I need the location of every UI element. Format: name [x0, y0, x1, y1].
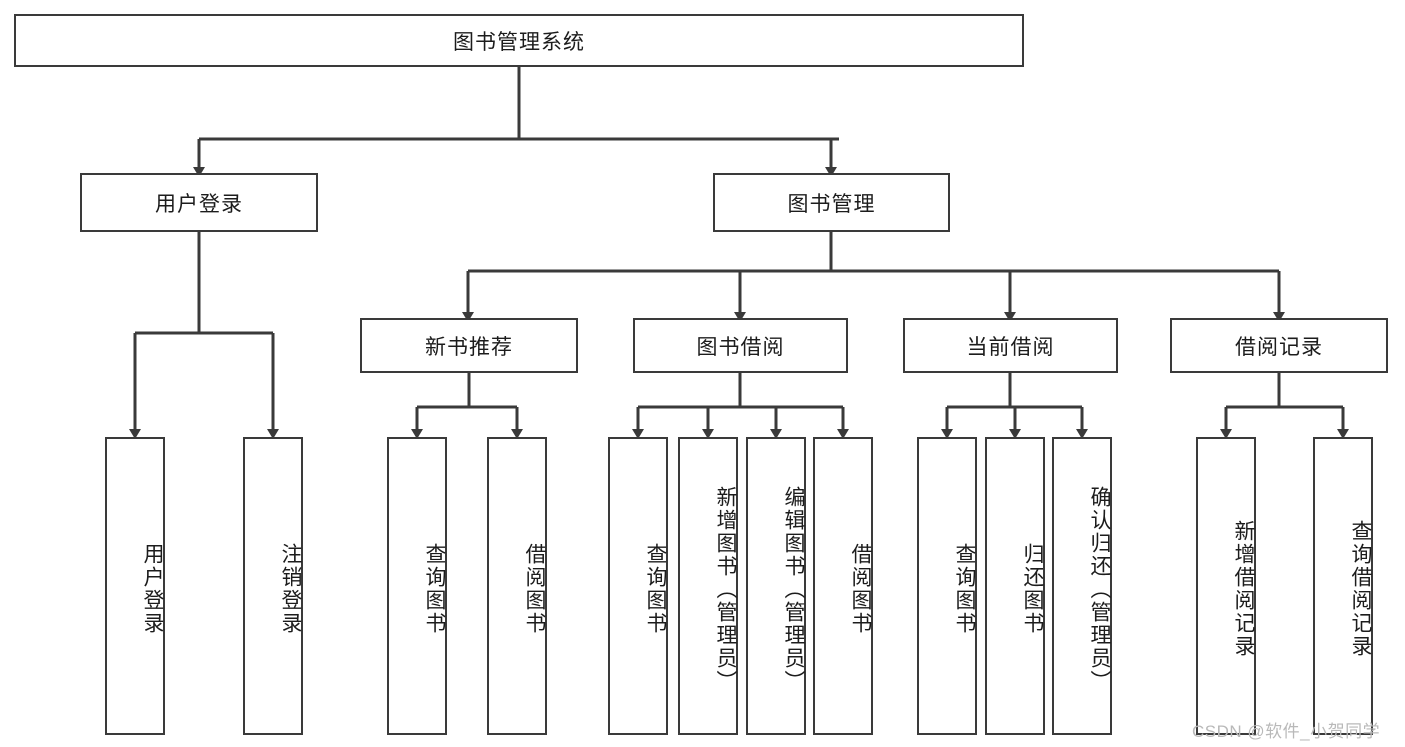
leaf-node[interactable]: 借阅图书 — [487, 437, 547, 735]
node-borrow-record-label: 借阅记录 — [1235, 335, 1323, 359]
node-user-login[interactable]: 用户登录 — [80, 173, 318, 232]
node-book-borrow[interactable]: 图书借阅 — [633, 318, 848, 373]
leaf-node[interactable]: 确认归还（管理员） — [1052, 437, 1112, 735]
leaf-node[interactable]: 借阅图书 — [813, 437, 873, 735]
node-current-borrow[interactable]: 当前借阅 — [903, 318, 1118, 373]
leaf-node-label: 借阅图书 — [523, 543, 546, 635]
csdn-watermark: CSDN @软件_小贺同学 — [1192, 722, 1381, 741]
leaf-node[interactable]: 编辑图书（管理员） — [746, 437, 806, 735]
leaf-node[interactable]: 查询图书 — [608, 437, 668, 735]
leaf-node[interactable]: 新增图书（管理员） — [678, 437, 738, 735]
leaf-node-label: 借阅图书 — [849, 543, 872, 635]
leaf-node-label: 编辑图书（管理员） — [782, 485, 805, 693]
leaf-node[interactable]: 新增借阅记录 — [1196, 437, 1256, 735]
leaf-node-label: 查询图书 — [644, 543, 667, 635]
leaf-node-label: 新增借阅记录 — [1232, 520, 1255, 658]
leaf-node[interactable]: 查询图书 — [917, 437, 977, 735]
leaf-node[interactable]: 查询图书 — [387, 437, 447, 735]
leaf-node-label: 查询图书 — [423, 543, 446, 635]
node-user-login-label: 用户登录 — [155, 192, 243, 216]
leaf-node-label: 查询图书 — [953, 543, 976, 635]
leaf-node-label: 确认归还（管理员） — [1088, 485, 1111, 693]
node-new-book-recommend[interactable]: 新书推荐 — [360, 318, 578, 373]
leaf-node-label: 注销登录 — [279, 543, 302, 635]
leaf-node-label: 归还图书 — [1021, 543, 1044, 635]
leaf-node[interactable]: 查询借阅记录 — [1313, 437, 1373, 735]
leaf-node-label: 用户登录 — [141, 543, 164, 635]
node-current-borrow-label: 当前借阅 — [966, 335, 1055, 359]
leaf-node-label: 新增图书（管理员） — [714, 485, 737, 693]
leaf-node-label: 查询借阅记录 — [1349, 520, 1372, 658]
node-book-management[interactable]: 图书管理 — [713, 173, 950, 232]
leaf-node[interactable]: 用户登录 — [105, 437, 165, 735]
leaf-node[interactable]: 归还图书 — [985, 437, 1045, 735]
node-book-borrow-label: 图书借阅 — [696, 335, 785, 359]
node-book-management-label: 图书管理 — [787, 192, 876, 216]
node-root-label: 图书管理系统 — [453, 30, 585, 54]
node-root[interactable]: 图书管理系统 — [14, 14, 1024, 67]
node-borrow-record[interactable]: 借阅记录 — [1170, 318, 1388, 373]
node-new-book-recommend-label: 新书推荐 — [425, 335, 513, 359]
leaf-node[interactable]: 注销登录 — [243, 437, 303, 735]
